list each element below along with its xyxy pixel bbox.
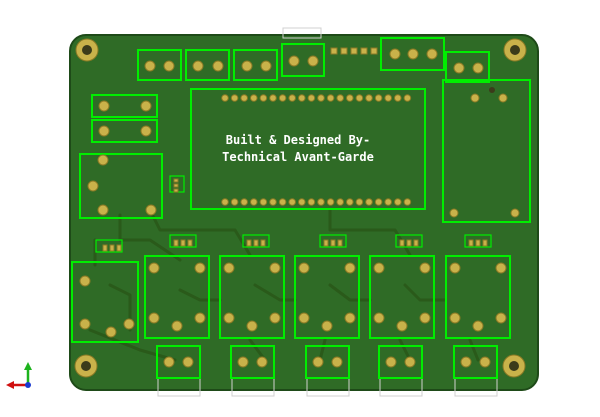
indicator-pad (399, 239, 405, 247)
relay-block-5 (369, 255, 435, 339)
mcu-pin-bottom (307, 198, 316, 206)
relay-block-3 (219, 255, 285, 339)
mcu-pin-bottom (221, 198, 229, 206)
mcu-pin-top (365, 94, 373, 102)
indicator-pad (406, 239, 412, 247)
mcu-pin-bottom (326, 198, 335, 206)
indicator-pad (187, 239, 193, 247)
silkscreen-line-1: Built & Designed By- (226, 133, 371, 147)
mcu-pin-top (326, 94, 335, 102)
mcu-pin-top (336, 94, 345, 102)
mcu-pin-bottom (384, 198, 393, 206)
mcu-pin-top (259, 94, 268, 102)
mcu-pin-bottom (317, 198, 325, 206)
mcu-pin-top (250, 94, 258, 102)
right-module (442, 79, 531, 223)
indicator-pads (102, 239, 488, 252)
indicator-pad (173, 239, 179, 247)
mcu-pin-top (230, 94, 239, 102)
relay-block-1 (71, 261, 139, 343)
mounting-holes (74, 38, 527, 378)
indicator-pad (337, 239, 343, 247)
indicator-pad (180, 239, 186, 247)
mcu-pin-bottom (365, 198, 373, 206)
axis-indicator (6, 362, 32, 389)
indicator-pad (482, 239, 488, 247)
relay-block-4 (294, 255, 360, 339)
mcu-pin-bottom (269, 198, 277, 206)
indicator-pad (109, 244, 115, 252)
mcu-pin-top (403, 94, 412, 102)
mcu-pin-top (298, 94, 306, 102)
mcu-pin-bottom (374, 198, 383, 206)
relay-block-2 (144, 255, 210, 339)
mcu-pin-top (317, 94, 325, 102)
mcu-pin-bottom (259, 198, 268, 206)
mcu-pin-bottom (250, 198, 258, 206)
mcu-pin-bottom (355, 198, 364, 206)
mcu-pin-top (384, 94, 393, 102)
mcu-pin-top (269, 94, 277, 102)
mcu-pin-bottom (230, 198, 239, 206)
silkscreen-line-2: Technical Avant-Garde (222, 150, 374, 164)
mcu-pin-bottom (394, 198, 402, 206)
mcu-pin-top (346, 94, 354, 102)
mcu-pin-bottom (403, 198, 412, 206)
mcu-pin-bottom (336, 198, 345, 206)
mcu-pin-top (288, 94, 297, 102)
indicator-pad (260, 239, 266, 247)
indicator-pad (475, 239, 481, 247)
mcu-pin-top (394, 94, 402, 102)
indicator-pad (102, 244, 108, 252)
mcu-pin-top (221, 94, 229, 102)
indicator-pad (330, 239, 336, 247)
left-module (79, 153, 185, 219)
indicator-headers (95, 234, 492, 253)
relay-block-6 (445, 255, 511, 339)
mcu-pin-bottom (298, 198, 306, 206)
mcu-pin-top (278, 94, 287, 102)
mcu-pin-bottom (278, 198, 287, 206)
mcu-pin-bottom (346, 198, 354, 206)
mcu-pin-top (307, 94, 316, 102)
mcu-pin-top (374, 94, 383, 102)
mcu-pin-bottom (288, 198, 297, 206)
mcu-board: Built & Designed By- Technical Avant-Gar… (190, 88, 426, 210)
top-connectors (137, 37, 490, 83)
mcu-pin-top (240, 94, 248, 102)
mcu-pin-top (355, 94, 364, 102)
left-headers (91, 94, 158, 143)
indicator-pad (253, 239, 259, 247)
indicator-pad (413, 239, 419, 247)
bottom-terminals (156, 345, 498, 379)
mcu-pin-bottom (240, 198, 248, 206)
indicator-pad (116, 244, 122, 252)
indicator-pad (323, 239, 329, 247)
indicator-pad (246, 239, 252, 247)
indicator-pad (468, 239, 474, 247)
